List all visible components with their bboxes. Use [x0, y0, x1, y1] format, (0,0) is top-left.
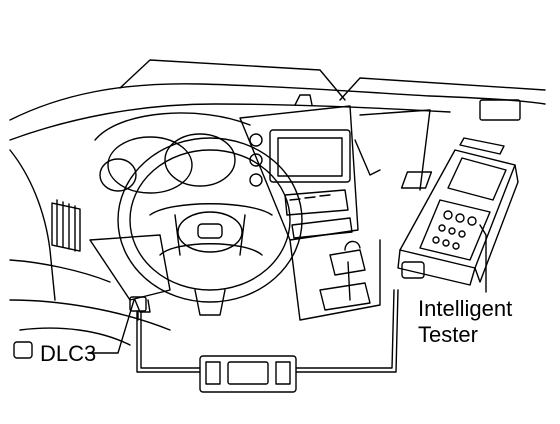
intelligent-tester-device [398, 138, 518, 285]
left-door [10, 150, 170, 330]
lower-dashboard [14, 235, 170, 358]
gear-shifter [290, 240, 380, 320]
instrument-cluster [95, 113, 250, 193]
steering-wheel [118, 138, 302, 315]
windshield-outline [10, 60, 545, 140]
dlc3-leader-line [88, 300, 134, 353]
tester-leader-line [480, 225, 486, 292]
passenger-dash [355, 100, 520, 190]
tester-label-line2: Tester [418, 322, 478, 347]
cable-adapter [200, 356, 296, 392]
dlc3-connector [130, 297, 146, 320]
dlc3-label: DLC3 [40, 341, 97, 366]
center-console [240, 95, 358, 240]
tester-cable [137, 290, 398, 372]
tester-label-line1: Intelligent [418, 296, 513, 321]
